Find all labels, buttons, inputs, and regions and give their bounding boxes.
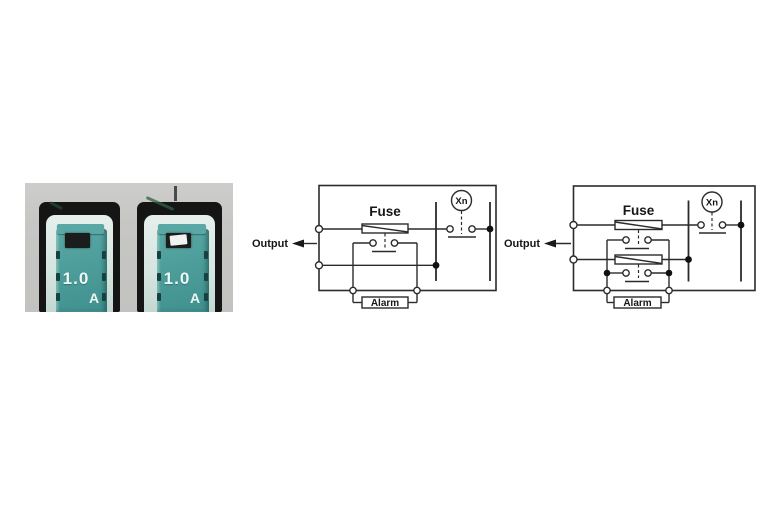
fuse-notch — [204, 273, 208, 281]
output-label: Output — [504, 238, 540, 250]
fuse-panel-photo: 1.0 A 1.0 A — [25, 183, 233, 312]
circuit-diagram-dual-fuse: Output Fuse Xn Alarm — [504, 185, 756, 309]
alarm-terminal — [603, 286, 611, 295]
fuse-notch — [56, 251, 60, 259]
circuit-diagram-single-fuse: Output Fuse Xn Alarm — [252, 184, 497, 309]
junction-dot — [665, 269, 673, 277]
fuse-rating-label: 1.0 — [62, 269, 90, 288]
output-label: Output — [252, 238, 288, 250]
fuse-notch — [157, 251, 161, 259]
fuse-indicator-window-left — [65, 233, 90, 248]
fuse-label: Fuse — [623, 203, 655, 218]
alarm-box — [361, 296, 409, 309]
fuse-label: Fuse — [369, 204, 401, 219]
fuse-symbol-1 — [614, 219, 663, 231]
output-arrow — [544, 239, 571, 248]
fuse-cartridge-right: 1.0 A — [157, 224, 209, 312]
alarm-label: Alarm — [623, 298, 651, 309]
fuse-symbol-2 — [614, 254, 663, 265]
alarm-terminal — [349, 286, 357, 295]
fuse-indicator-window-right — [166, 233, 191, 248]
junction-dot — [603, 269, 611, 277]
fuse-indicator-pane — [169, 234, 188, 246]
output-terminal-2 — [569, 255, 578, 264]
junction-dot — [486, 225, 494, 233]
junction-dot — [432, 261, 440, 269]
xn-label: Xn — [706, 198, 718, 209]
alarm-contact — [353, 239, 417, 253]
fuse-socket-left: 1.0 A — [39, 200, 120, 312]
alarm-box — [613, 296, 662, 309]
fuse-symbol — [361, 223, 409, 234]
junction-dot — [685, 256, 692, 263]
xn-meter — [446, 189, 476, 238]
fuse-notch — [56, 273, 60, 281]
wire-glimpse-right — [145, 196, 175, 211]
fuse-notch — [204, 251, 208, 259]
fuse-pull-tab-right — [158, 224, 206, 234]
fuse-rating-label: 1.0 — [163, 269, 191, 288]
output-terminal-1 — [569, 220, 578, 230]
alarm-terminal — [665, 286, 673, 295]
fuse-notch — [204, 293, 208, 301]
panel-tick-mark — [174, 186, 177, 201]
relay-enclosure-outline — [318, 184, 497, 292]
fuse-cartridge-left: 1.0 A — [56, 224, 107, 312]
relay-enclosure-outline — [572, 185, 756, 292]
fuse-socket-right: 1.0 A — [137, 196, 222, 312]
alarm-label: Alarm — [371, 298, 399, 309]
output-arrow — [292, 239, 317, 248]
fuse-notch — [56, 293, 60, 301]
wire-glimpse-left — [49, 200, 63, 211]
xn-meter — [697, 191, 727, 234]
fuse-notch — [102, 273, 106, 281]
fuse-notch — [157, 293, 161, 301]
junction-dot — [737, 221, 745, 229]
fuse-notch — [157, 273, 161, 281]
output-terminal-2 — [314, 261, 324, 270]
fuse-pull-tab-left — [57, 224, 104, 234]
fuse-notch — [102, 293, 106, 301]
fuse-unit-label: A — [89, 290, 100, 306]
output-terminal-1 — [314, 224, 324, 234]
alarm-contact-1 — [607, 236, 669, 250]
alarm-terminal — [413, 286, 421, 295]
fuse-unit-label: A — [190, 290, 201, 306]
xn-label: Xn — [455, 196, 467, 207]
fuse-notch — [102, 251, 106, 259]
